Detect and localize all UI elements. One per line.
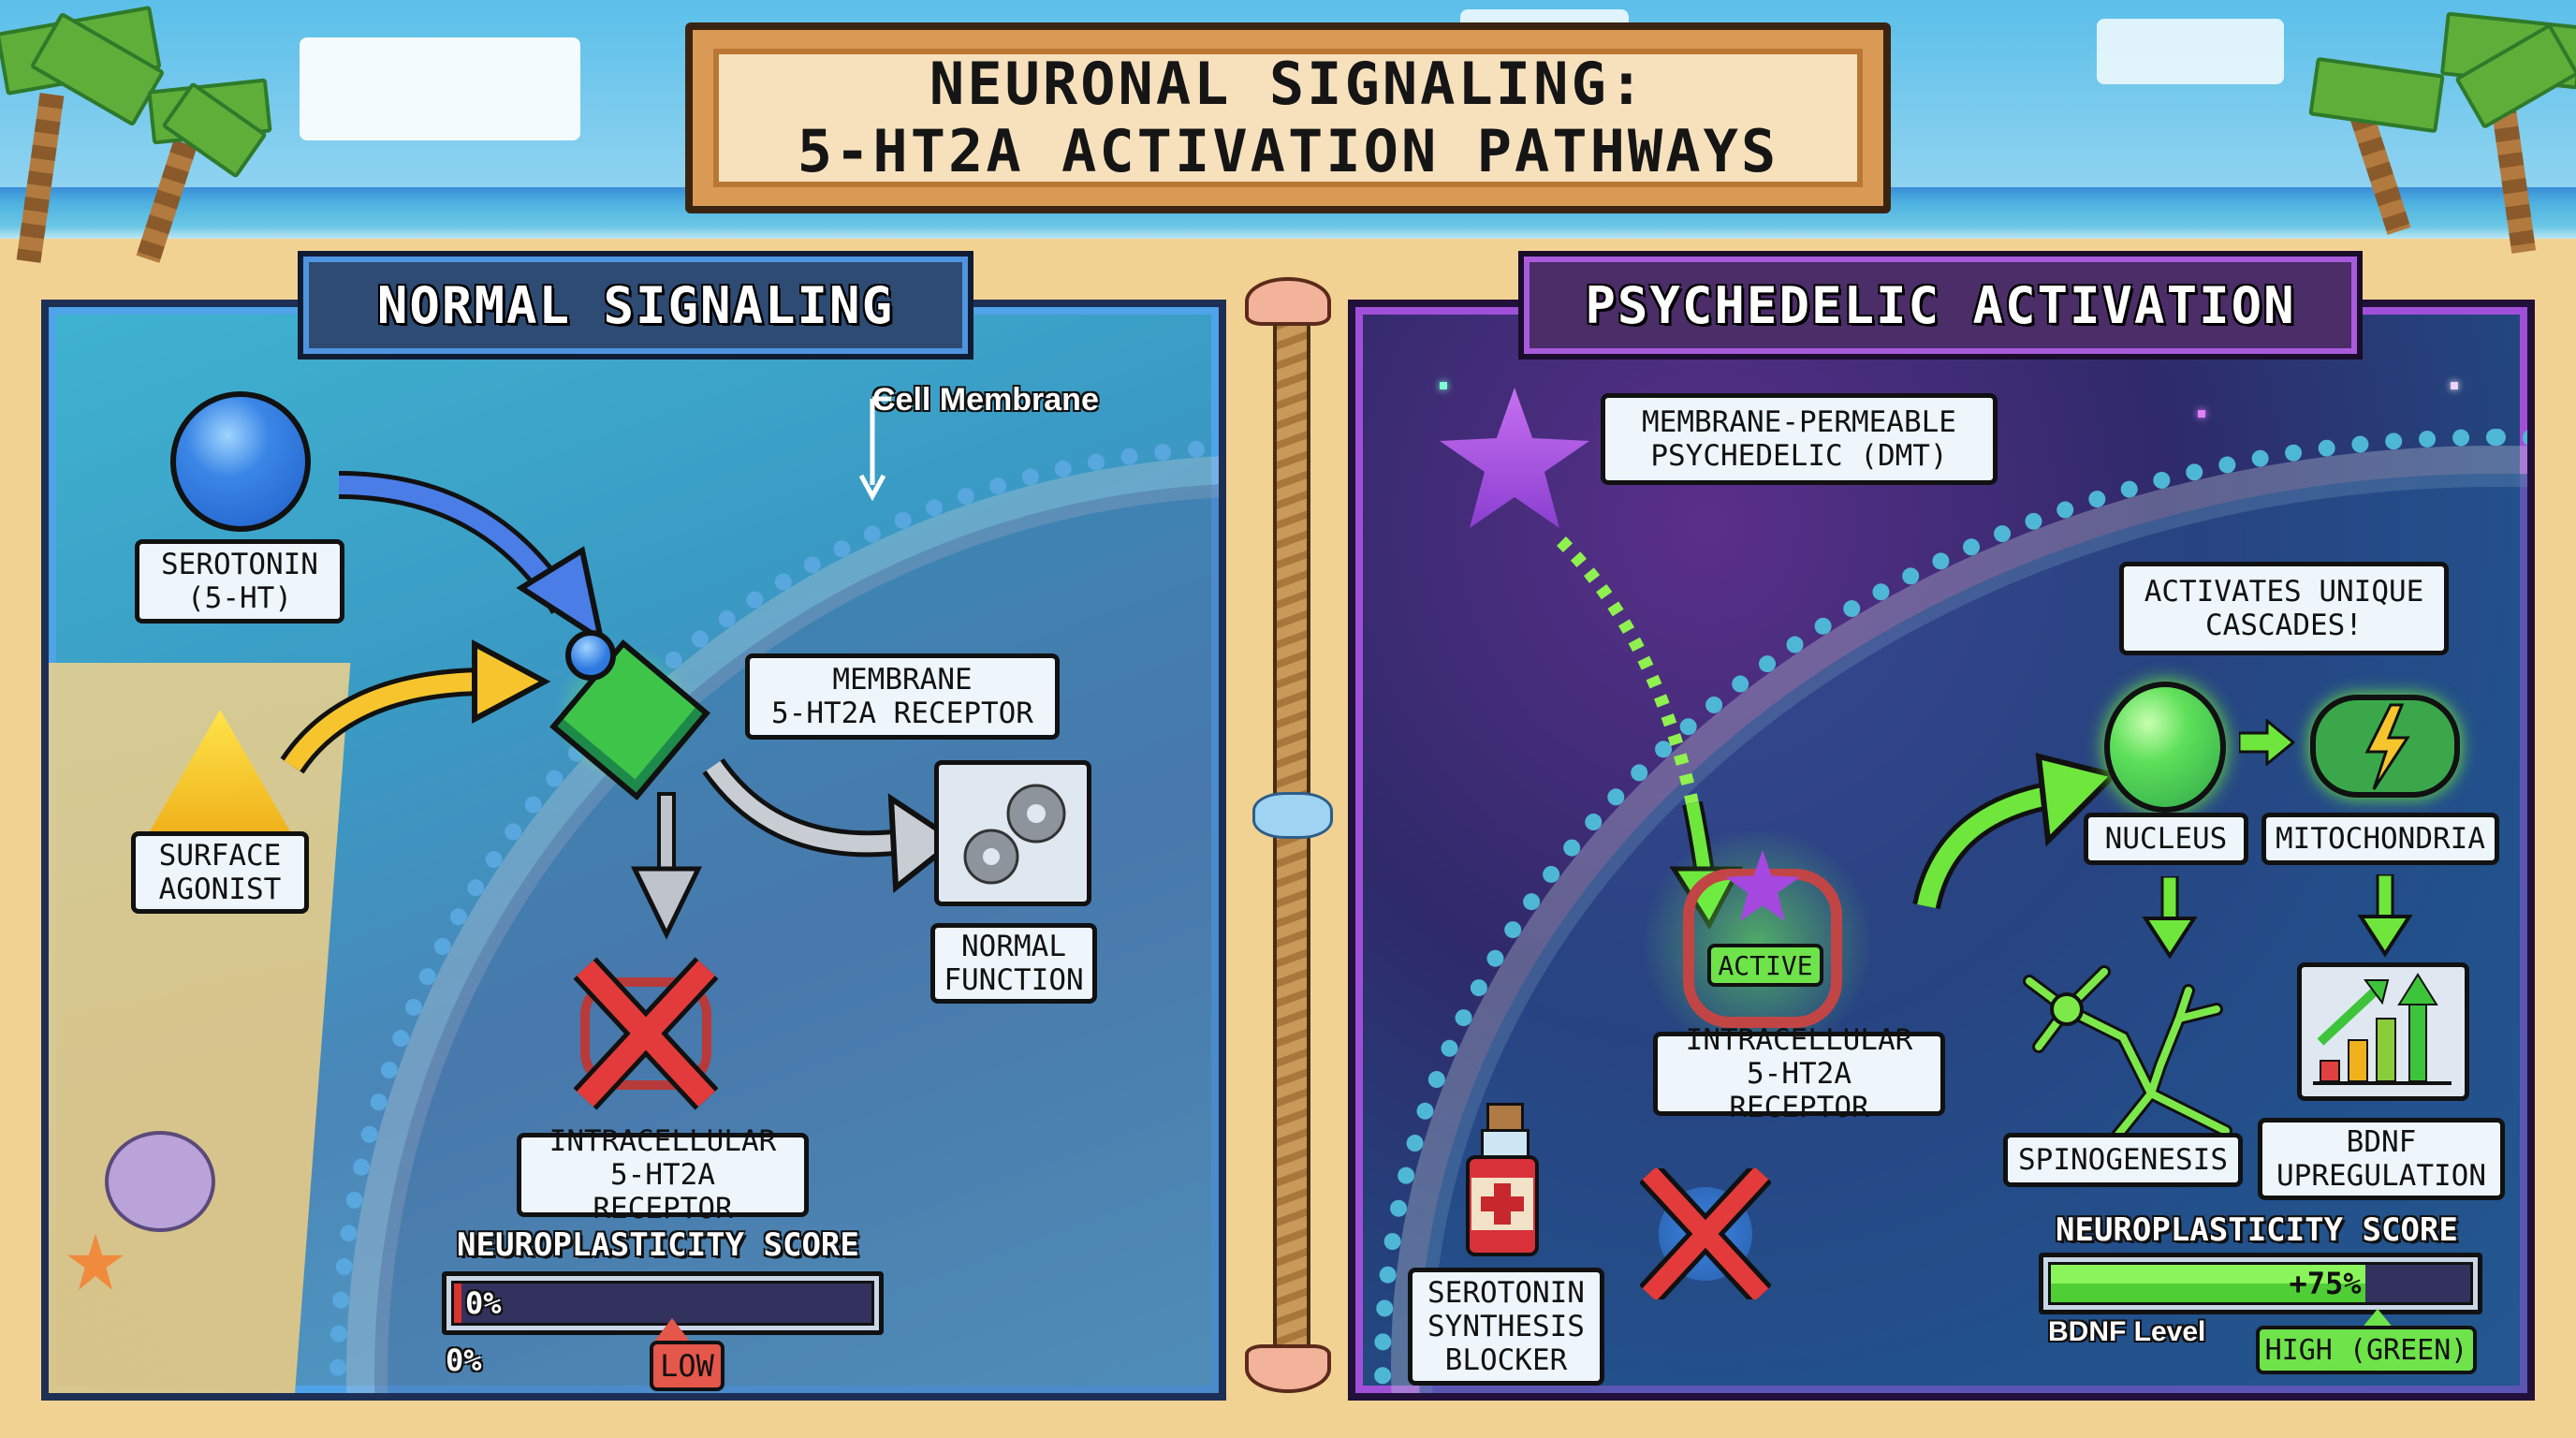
spinogenesis-label: SPINOGENESIS bbox=[2003, 1133, 2243, 1187]
serotonin-label: SEROTONIN (5-HT) bbox=[135, 539, 344, 624]
bdnf-level-label: BDNF Level bbox=[2048, 1316, 2206, 1347]
score-bar-fill bbox=[2051, 1265, 2365, 1302]
intracellular-receptor-label: INTRACELLULAR 5-HT2A RECEPTOR bbox=[517, 1124, 809, 1225]
cell-membrane-label: Cell Membrane bbox=[872, 382, 1099, 418]
snail-shell-icon bbox=[105, 1131, 215, 1232]
score-bar-value: +75% bbox=[2289, 1266, 2362, 1301]
green-down-arrow-icon bbox=[2357, 874, 2413, 958]
blue-seashell-icon bbox=[1252, 792, 1333, 839]
title-line-2: 5-HT2A ACTIVATION PATHWAYS bbox=[797, 117, 1779, 185]
score-level-badge: LOW bbox=[650, 1341, 724, 1391]
cloud bbox=[2097, 19, 2284, 84]
spinogenesis-neuron-icon bbox=[2023, 965, 2232, 1147]
potion-bottle-icon bbox=[1460, 1103, 1544, 1262]
score-bar-fill bbox=[454, 1284, 461, 1323]
surface-agonist-label: SURFACE AGONIST bbox=[131, 831, 309, 914]
seashell-top-icon bbox=[1245, 277, 1331, 326]
dmt-label: MEMBRANE-PERMEABLE PSYCHEDELIC (DMT) bbox=[1601, 393, 1998, 485]
yellow-curved-arrow-icon bbox=[280, 639, 551, 774]
membrane-receptor-label: MEMBRANE 5-HT2A RECEPTOR bbox=[745, 653, 1060, 740]
sparkle-icon bbox=[2198, 410, 2205, 418]
normal-function-gears-icon bbox=[934, 760, 1091, 906]
lightning-bolt-icon bbox=[2364, 703, 2410, 790]
bdnf-upregulation-label: BDNF UPREGULATION bbox=[2258, 1118, 2505, 1200]
palm-trees-right bbox=[2303, 0, 2576, 281]
sparkle-icon bbox=[2451, 382, 2458, 389]
mitochondria-label: MITOCHONDRIA bbox=[2261, 813, 2499, 865]
normal-signaling-panel: Cell Membrane SEROTONIN (5-HT) SURFACE A… bbox=[41, 300, 1226, 1401]
red-x-icon bbox=[573, 957, 719, 1110]
small-right-arrow-icon bbox=[2239, 719, 2295, 766]
title-line-1: NEURONAL SIGNALING: bbox=[929, 50, 1647, 118]
activates-cascades-callout: ACTIVATES UNIQUE CASCADES! bbox=[2119, 562, 2449, 655]
bdnf-growth-chart-icon bbox=[2297, 962, 2469, 1101]
bound-serotonin-icon bbox=[565, 630, 616, 681]
active-status-badge: ACTIVE bbox=[1707, 944, 1823, 987]
serotonin-blocker-label: SEROTONIN SYNTHESIS BLOCKER bbox=[1408, 1268, 1604, 1386]
grey-down-arrow-icon bbox=[631, 792, 702, 940]
psychedelic-activation-header: PSYCHEDELIC ACTIVATION bbox=[1518, 251, 2363, 360]
seashell-bottom-icon bbox=[1245, 1344, 1331, 1393]
normal-signaling-title: NORMAL SIGNALING bbox=[376, 275, 895, 335]
intracellular-receptor-label: INTRACELLULAR 5-HT2A RECEPTOR bbox=[1653, 1023, 1945, 1124]
badge-pointer bbox=[653, 1318, 691, 1343]
green-down-arrow-icon bbox=[2142, 876, 2198, 960]
score-min-label: 0% bbox=[446, 1343, 482, 1378]
cloud bbox=[300, 37, 580, 140]
psychedelic-activation-title: PSYCHEDELIC ACTIVATION bbox=[1585, 275, 2296, 335]
serotonin-blocked-icon bbox=[1640, 1168, 1771, 1299]
psychedelic-activation-panel: MEMBRANE-PERMEABLE PSYCHEDELIC (DMT) ACT… bbox=[1348, 300, 2535, 1401]
badge-pointer bbox=[2361, 1309, 2394, 1329]
grey-curved-arrow-icon bbox=[702, 757, 960, 893]
score-bar-value: 0% bbox=[465, 1285, 502, 1321]
palm-trees-left bbox=[0, 0, 281, 281]
normal-signaling-header: NORMAL SIGNALING bbox=[298, 251, 973, 360]
sparkle-icon bbox=[1440, 382, 1447, 389]
neuroplasticity-score-title: NEUROPLASTICITY SCORE bbox=[2056, 1211, 2458, 1249]
score-level-badge: HIGH (GREEN) bbox=[2256, 1326, 2477, 1374]
red-x-icon bbox=[1640, 1168, 1771, 1299]
nucleus-icon bbox=[2104, 682, 2226, 813]
intracellular-receptor-inactive-icon bbox=[562, 949, 730, 1118]
mitochondria-icon bbox=[2310, 695, 2460, 798]
blue-curved-arrow-icon bbox=[338, 471, 606, 646]
dmt-star-icon bbox=[1440, 388, 1589, 528]
active-receptor-icon bbox=[1683, 869, 1842, 1028]
normal-function-label: NORMAL FUNCTION bbox=[930, 923, 1097, 1004]
neuroplasticity-score-title: NEUROPLASTICITY SCORE bbox=[457, 1226, 859, 1264]
nucleus-label: NUCLEUS bbox=[2084, 813, 2248, 865]
serotonin-sphere-icon bbox=[170, 391, 311, 532]
title-banner: NEURONAL SIGNALING: 5-HT2A ACTIVATION PA… bbox=[685, 22, 1891, 213]
neuroplasticity-score-bar: +75% bbox=[2039, 1253, 2482, 1314]
green-curved-arrow-icon bbox=[1912, 753, 2119, 910]
pointer-arrow-icon bbox=[858, 396, 891, 502]
